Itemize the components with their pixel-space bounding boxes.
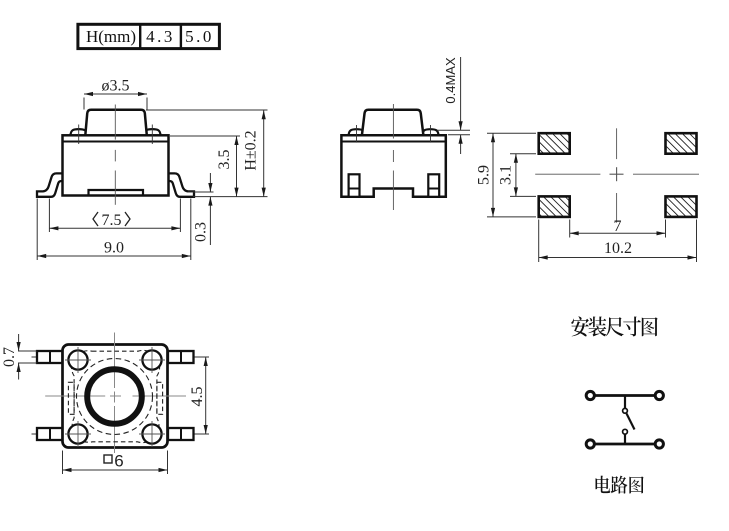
svg-text:5.0: 5.0	[185, 27, 214, 46]
svg-text:4.5: 4.5	[189, 387, 206, 407]
svg-text:3.5: 3.5	[216, 150, 233, 170]
svg-text:0.3: 0.3	[193, 222, 210, 242]
svg-text:0.7: 0.7	[1, 347, 18, 367]
svg-text:3.1: 3.1	[498, 165, 515, 185]
svg-text:H(mm): H(mm)	[86, 27, 136, 46]
svg-text:9.0: 9.0	[104, 240, 124, 257]
svg-text:10.2: 10.2	[604, 240, 632, 257]
svg-text:7.5: 7.5	[102, 212, 122, 229]
svg-text:5.9: 5.9	[476, 165, 493, 185]
svg-text:ø3.5: ø3.5	[102, 78, 130, 95]
svg-text:4.3: 4.3	[146, 27, 175, 46]
svg-text:7: 7	[614, 218, 622, 235]
svg-text:6: 6	[114, 452, 123, 471]
svg-text:0.4MAX: 0.4MAX	[443, 57, 458, 104]
svg-text:H±0.2: H±0.2	[243, 130, 260, 170]
